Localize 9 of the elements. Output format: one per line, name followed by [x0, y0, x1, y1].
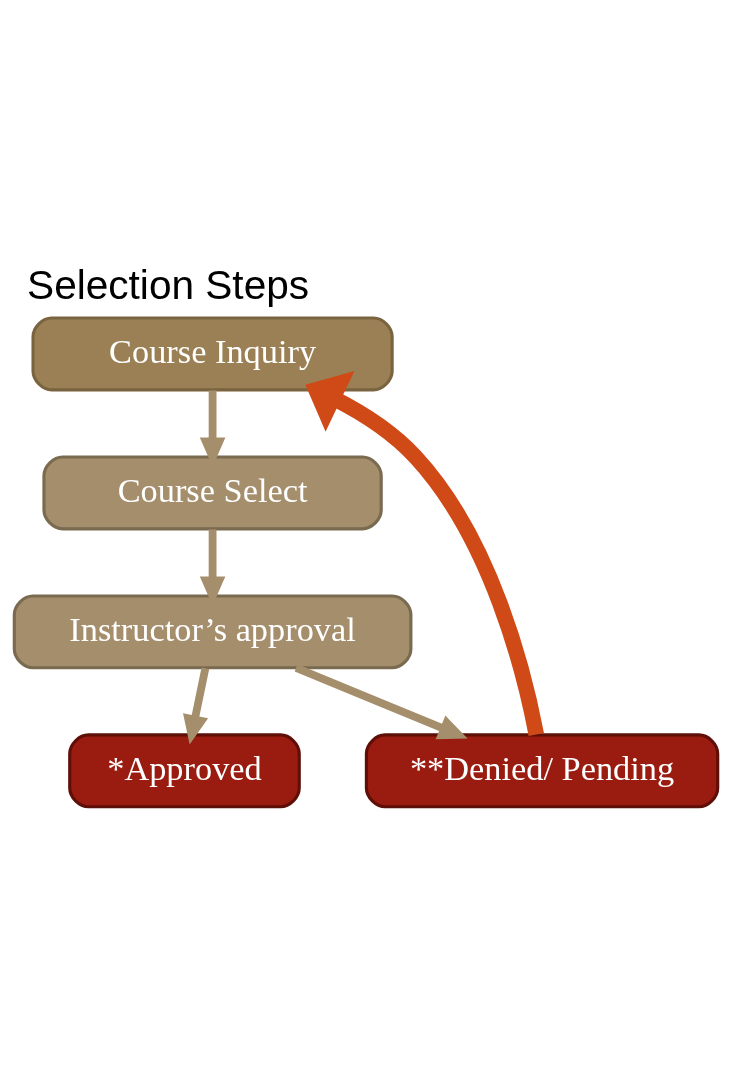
arrow [305, 370, 544, 736]
node-box: Instructor’s approval [12, 594, 413, 670]
diagram-title: Selection Steps [27, 261, 310, 308]
node-box: Course Inquiry [31, 316, 394, 392]
arrow [294, 664, 468, 740]
node-box: Course Select [42, 455, 383, 531]
node-box: *Approved [68, 733, 301, 809]
arrow [183, 667, 210, 745]
node-box: **Denied/ Pending [364, 733, 720, 809]
